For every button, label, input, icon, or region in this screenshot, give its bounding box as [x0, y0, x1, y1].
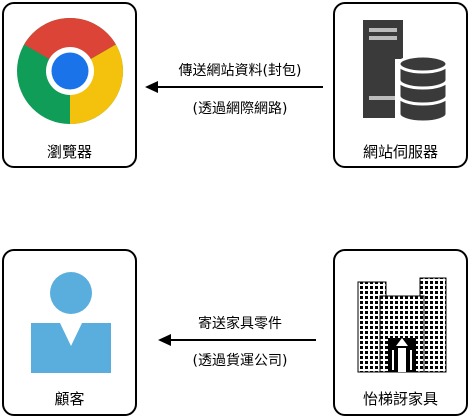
furniture-company-node: 怡梯訝家具	[333, 249, 468, 416]
customer-label: 顧客	[54, 390, 85, 408]
top-arrow-label-1: 傳送網站資料(封包)	[178, 63, 302, 79]
bottom-arrow	[158, 334, 316, 346]
furniture-company-label: 怡梯訝家具	[362, 390, 438, 408]
chrome-browser-icon	[15, 16, 125, 130]
customer-node: 顧客	[2, 249, 137, 416]
bottom-arrow-label-1: 寄送家具零件	[198, 316, 282, 332]
bottom-arrow-label-2: (透過貨運公司)	[192, 353, 288, 369]
top-arrow	[145, 81, 323, 93]
web-server-node: 網站伺服器	[333, 2, 468, 168]
top-arrow-label-2: (透過網際網路)	[192, 101, 288, 117]
person-icon	[26, 271, 116, 385]
browser-label: 瀏覽器	[46, 143, 92, 161]
office-building-icon	[350, 276, 450, 380]
server-database-icon	[355, 14, 455, 133]
web-server-label: 網站伺服器	[362, 143, 438, 161]
browser-node: 瀏覽器	[2, 2, 137, 168]
